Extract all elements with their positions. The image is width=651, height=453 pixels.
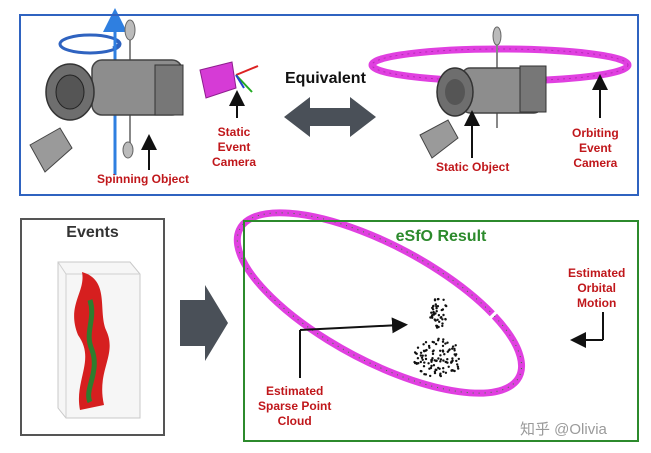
equivalent-label: Equivalent bbox=[285, 70, 366, 87]
static-satellite bbox=[419, 26, 547, 159]
events-panel bbox=[20, 218, 165, 436]
top-panel bbox=[19, 14, 639, 196]
estimated-orbit-ring bbox=[233, 209, 525, 397]
sparse-point-cloud bbox=[413, 297, 460, 378]
process-arrow-icon bbox=[180, 285, 228, 361]
event-volume bbox=[57, 261, 141, 419]
result-title: eSfO Result bbox=[395, 228, 487, 245]
spinning-satellite bbox=[29, 8, 184, 175]
result-panel bbox=[243, 220, 639, 442]
watermark: 知乎 @Olivia bbox=[520, 421, 607, 438]
equivalent-arrow-icon bbox=[284, 97, 376, 137]
events-title: Events bbox=[66, 224, 119, 241]
spinning-object-label: Spinning Object bbox=[97, 172, 189, 186]
static-event-camera bbox=[199, 61, 259, 99]
static-object-label: Static Object bbox=[436, 160, 510, 174]
